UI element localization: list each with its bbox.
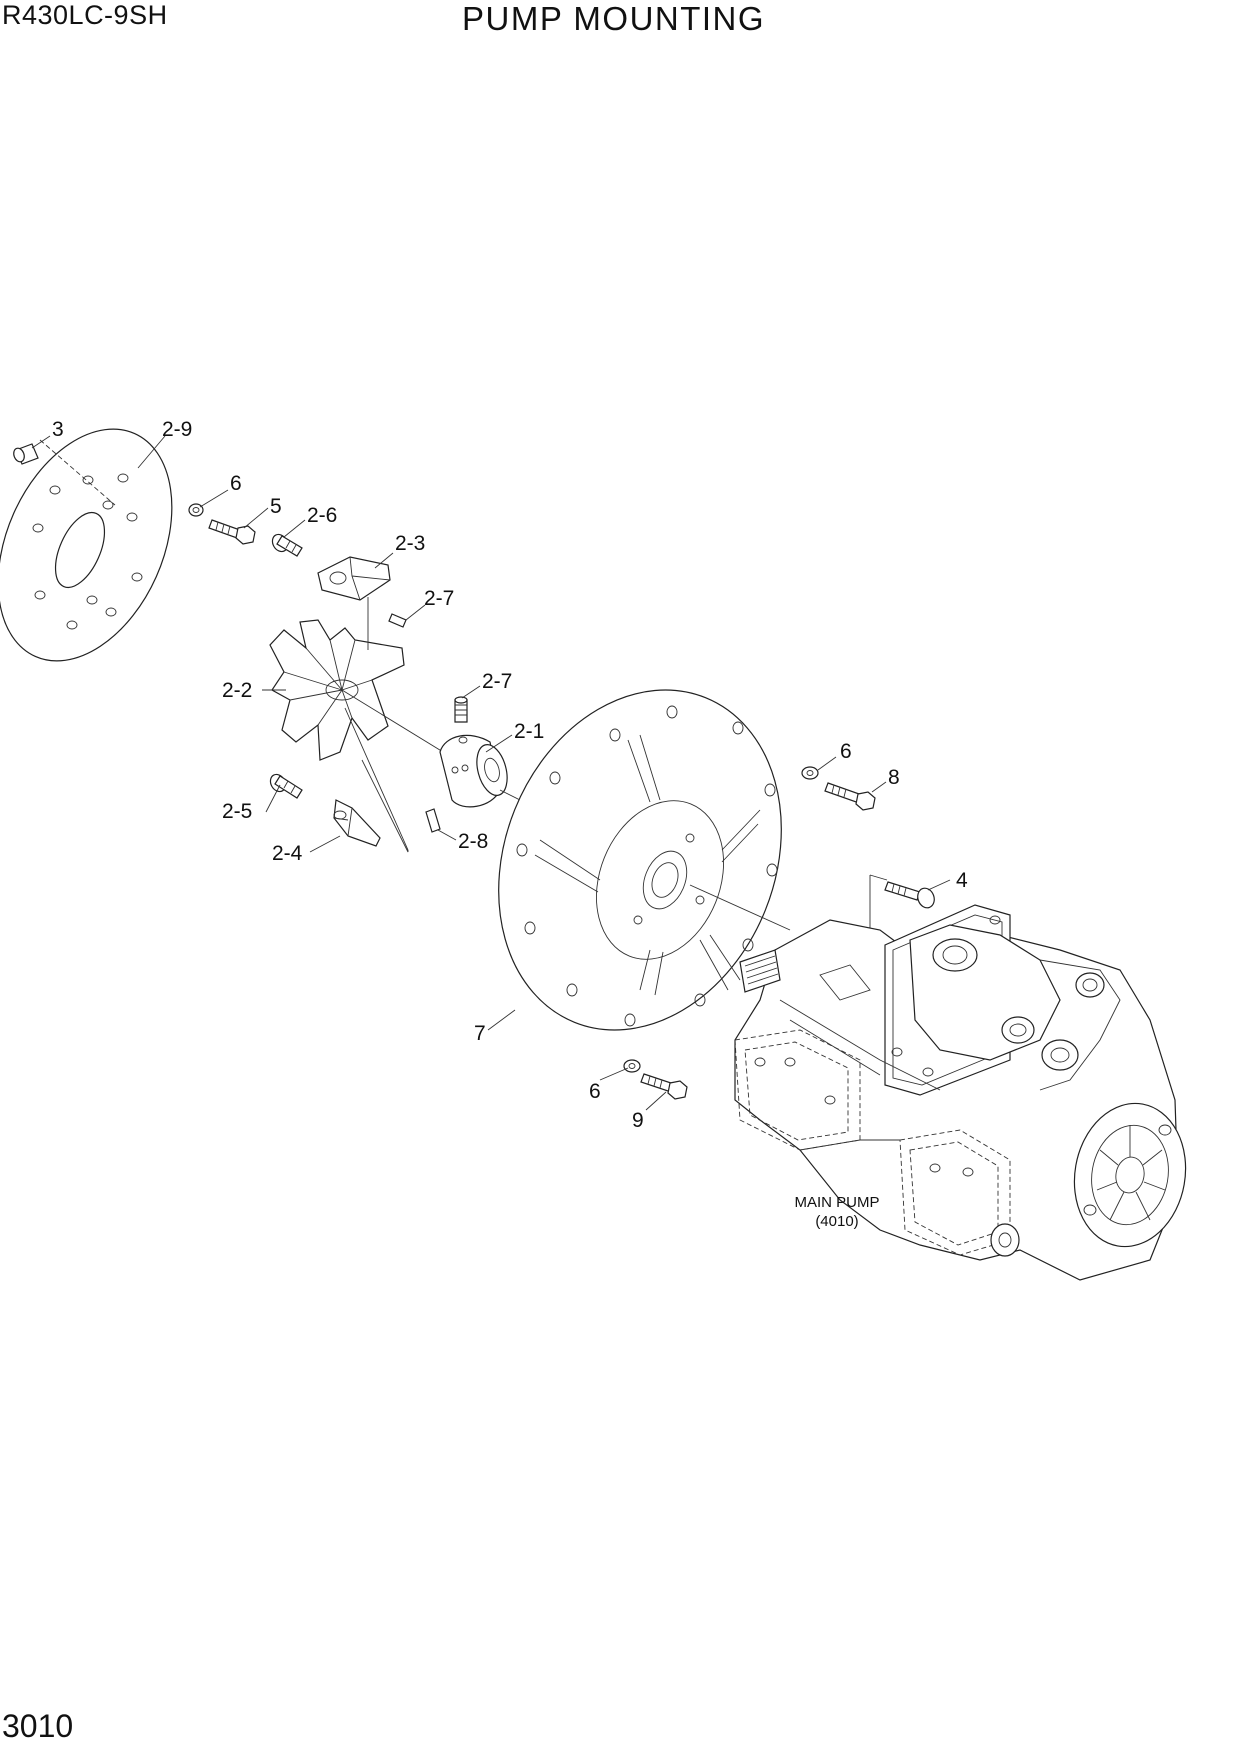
flywheel-disc-part-7	[498, 689, 782, 1031]
wedge-block-part-2-4	[333, 799, 381, 847]
washer-part-6-upper	[188, 503, 204, 517]
bolt-part-8	[824, 782, 876, 811]
callout-3: 3	[52, 418, 64, 441]
callout-2-2: 2-2	[222, 679, 252, 702]
bolt-part-2-5	[269, 773, 303, 799]
bolt-part-2-6	[271, 533, 303, 557]
callout-4: 4	[956, 869, 968, 892]
dowel-pin-part-3	[13, 443, 39, 465]
pin-part-2-8	[425, 808, 441, 833]
callout-6-upper: 6	[230, 472, 242, 495]
callout-6-lower: 6	[589, 1080, 601, 1103]
bolt-part-5	[208, 519, 256, 545]
page-number: 3010	[2, 1708, 74, 1744]
main-pump-label: MAIN PUMP	[794, 1194, 879, 1211]
washer-part-6-lower	[623, 1059, 641, 1073]
callout-2-3: 2-3	[395, 532, 425, 555]
bolt-part-9	[640, 1073, 688, 1100]
callout-9: 9	[632, 1109, 644, 1132]
callout-5: 5	[270, 495, 282, 518]
main-pump-ref: (4010)	[815, 1213, 858, 1230]
callout-2-6: 2-6	[307, 504, 337, 527]
callout-2-8: 2-8	[458, 830, 488, 853]
pin-part-2-7-upper	[388, 613, 407, 628]
page-title: PUMP MOUNTING	[462, 0, 766, 37]
callout-2-4: 2-4	[272, 842, 303, 865]
callout-2-5: 2-5	[222, 800, 252, 823]
main-pump-assembly	[734, 904, 1187, 1281]
clamp-block-part-2-3	[317, 556, 391, 617]
bolt-part-4	[869, 874, 935, 950]
callout-7: 7	[474, 1022, 486, 1045]
callout-6-right: 6	[840, 740, 852, 763]
flange-disc-part-2-9	[0, 428, 173, 662]
callout-8: 8	[888, 766, 900, 789]
callout-2-7-lower: 2-7	[482, 670, 512, 693]
hub-part-2-1	[439, 734, 541, 811]
callout-2-9: 2-9	[162, 418, 192, 441]
rubber-element-part-2-2	[269, 619, 405, 761]
callout-2-7-upper: 2-7	[424, 587, 454, 610]
model-number: R430LC-9SH	[2, 0, 168, 30]
callout-2-1: 2-1	[514, 720, 544, 743]
washer-part-6-right	[801, 766, 819, 780]
set-screw-part-2-7-lower	[454, 696, 468, 723]
